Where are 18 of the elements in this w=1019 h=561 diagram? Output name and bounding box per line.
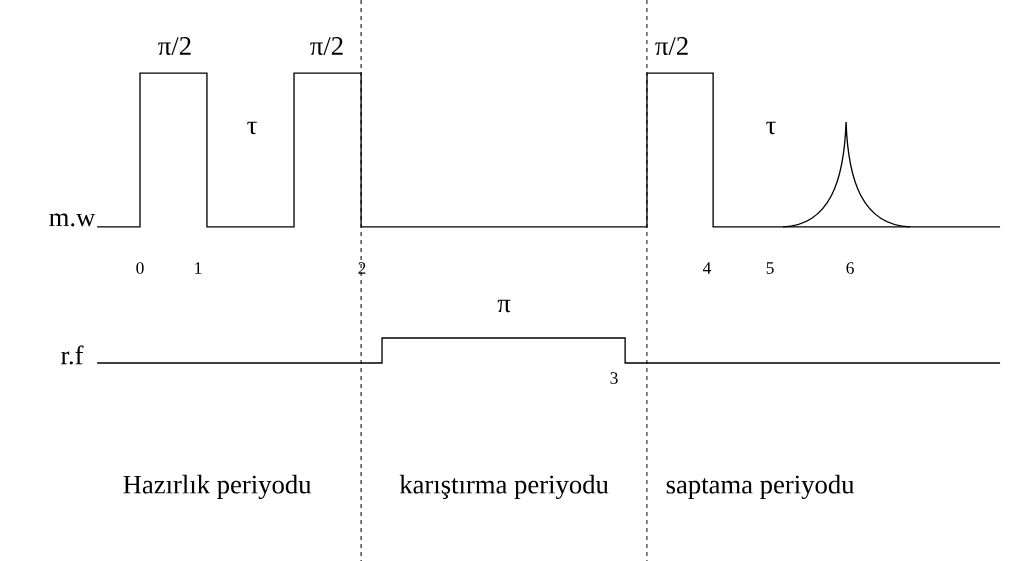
- pulse-label: π: [497, 299, 511, 313]
- delay-label: τ: [247, 121, 257, 135]
- channel-label: m.w: [49, 213, 96, 227]
- time-point-label: 6: [846, 262, 854, 274]
- channel-label: r.f: [61, 345, 84, 365]
- delay-label: τ: [766, 121, 776, 135]
- period-label: Hazırlık periyodu: [123, 474, 312, 500]
- period-label: saptama periyodu: [666, 474, 855, 500]
- pulse-label: π/2: [310, 37, 343, 55]
- period-label: karıştırma periyodu: [399, 474, 609, 500]
- time-point-label: 2: [358, 262, 366, 274]
- pulse-label: π/2: [655, 37, 688, 55]
- time-point-label: 3: [610, 372, 618, 384]
- time-point-label: 1: [195, 262, 202, 274]
- time-point-label: 5: [766, 262, 774, 274]
- time-point-label: 0: [136, 262, 144, 274]
- time-point-label: 4: [703, 262, 712, 274]
- pulse-label: π/2: [158, 37, 191, 55]
